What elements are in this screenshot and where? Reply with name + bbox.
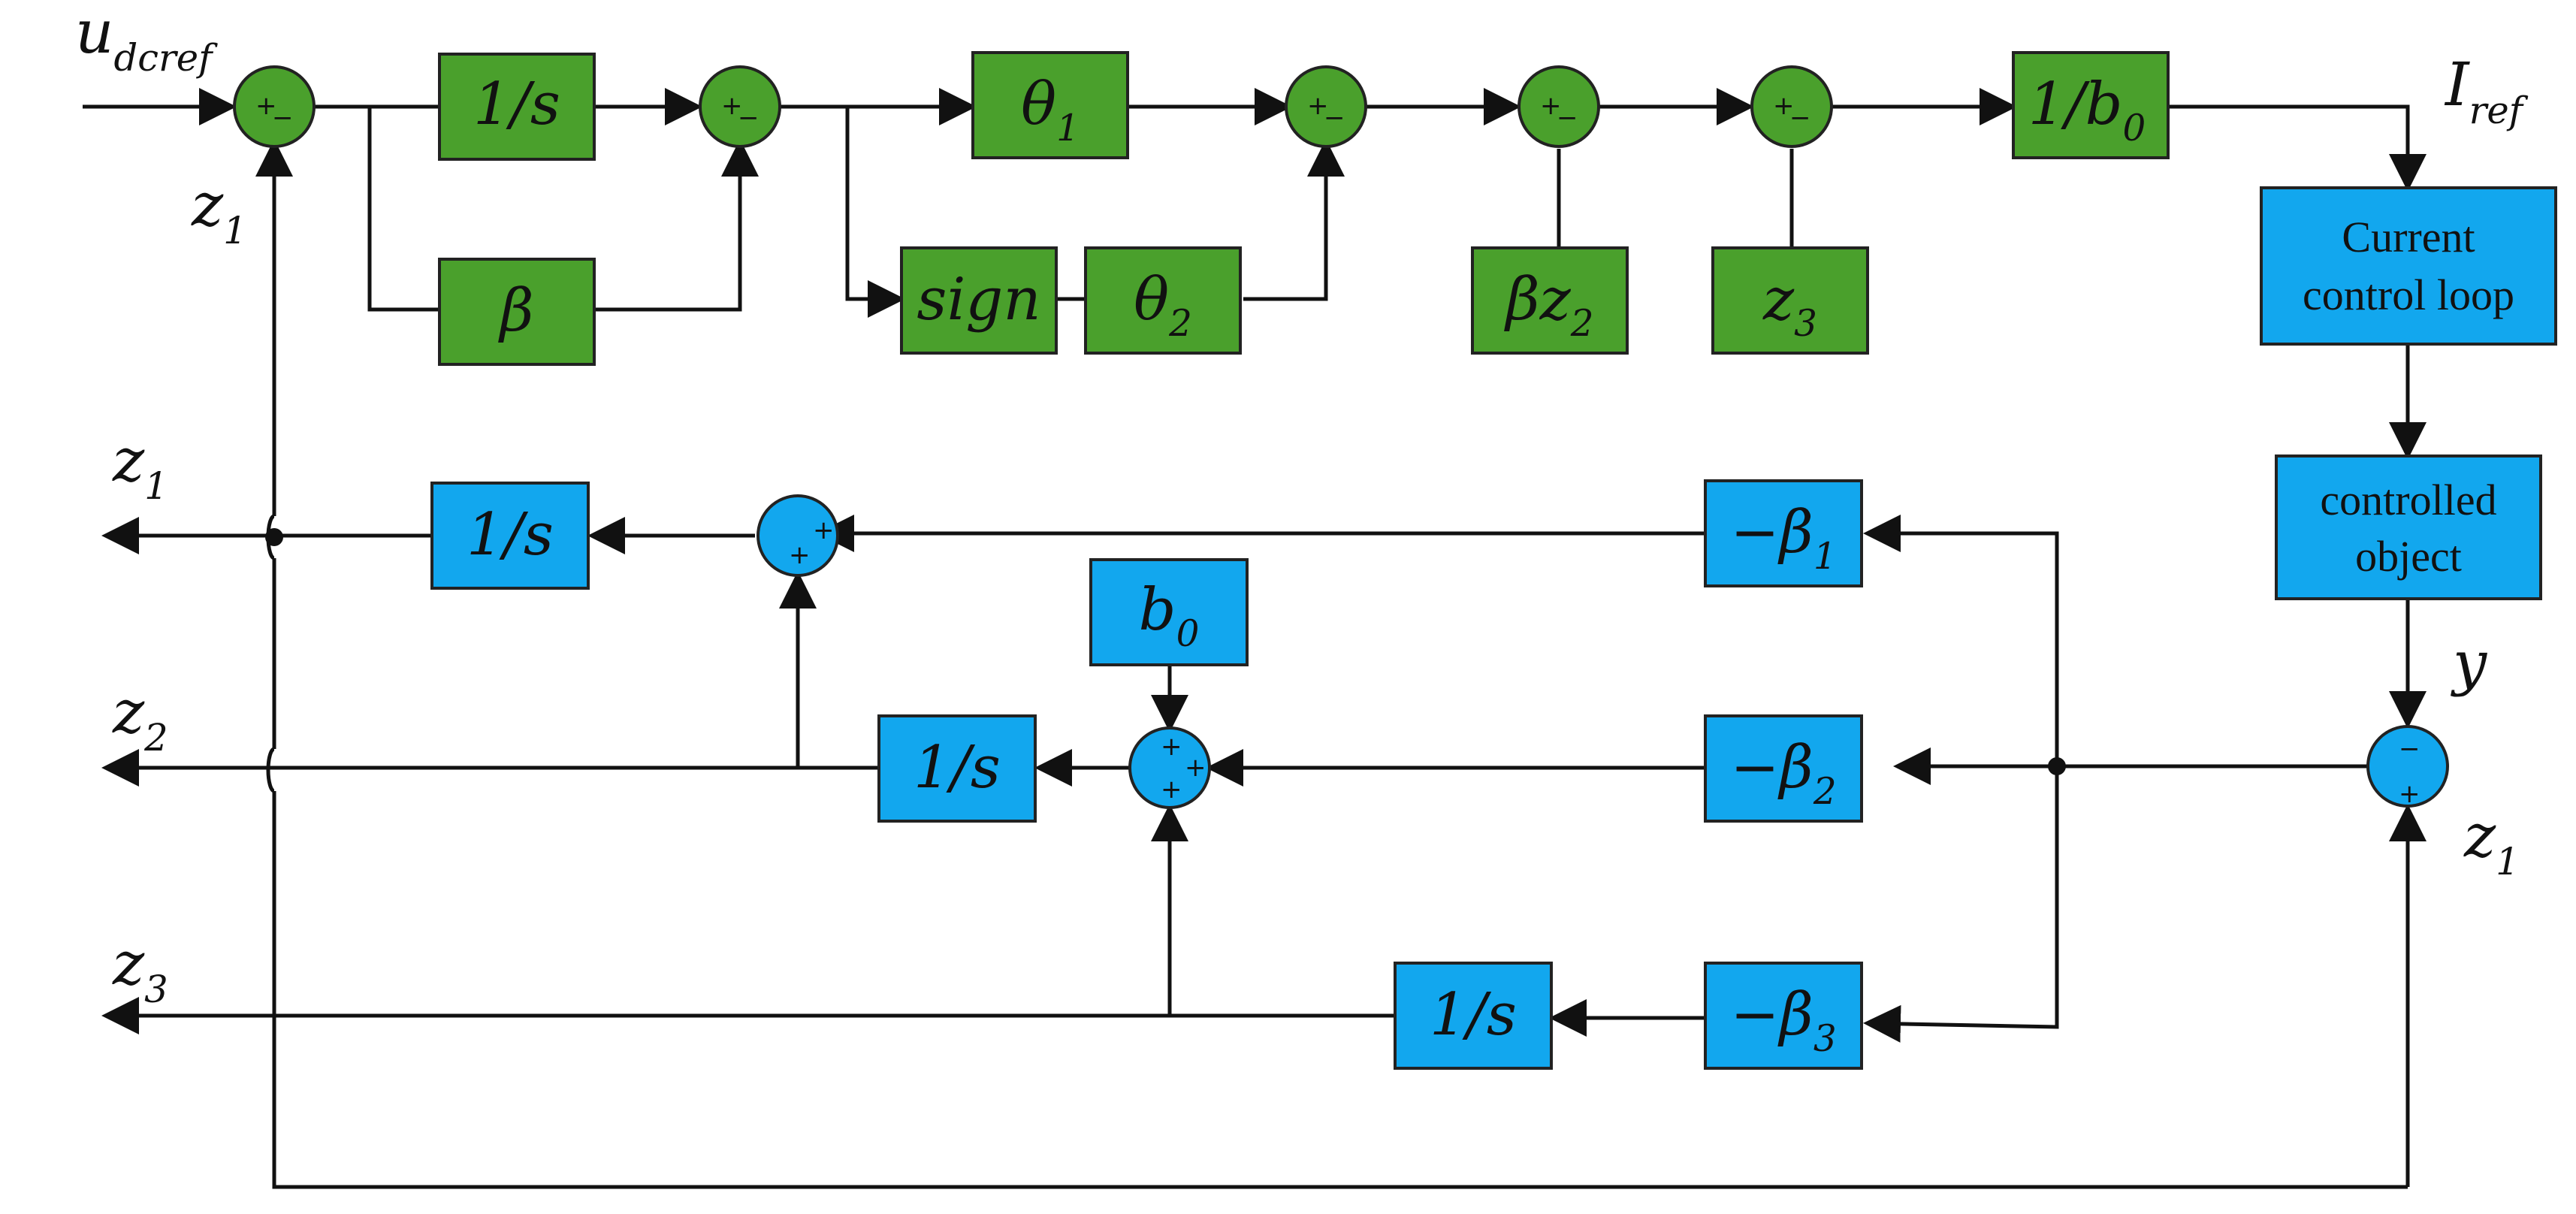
observer-section: 1/s 1/s 1/s b0 −β1 −β2 −β3 + + + + + [430,479,1863,1070]
sign-plus: + [2399,779,2420,809]
sum-junction-3 [1285,65,1367,148]
z1-out-label: z1 [112,425,168,508]
theta2-label: θ2 [1134,266,1192,345]
plant-section: Current control loop controlled object −… [2260,186,2557,809]
observer-sum-1 [756,494,839,577]
sum-junction-1 [233,65,316,148]
z3-out-label: z3 [112,929,168,1011]
z1-feedback-label: z1 [191,170,247,252]
sign-minus: − [1789,103,1811,133]
integ3-label: 1/s [1430,981,1517,1049]
sign-plus: + [255,91,277,121]
sign-plus: + [1161,732,1182,762]
integ1-label: 1/s [467,501,554,569]
sum-junction-4 [1518,65,1600,148]
sign-plus: + [1185,753,1206,783]
b0-label: b0 [1139,576,1200,655]
controlled-object-line2: object [2355,532,2462,581]
y-label: y [2451,628,2488,698]
controller-section: 1/s β θ1 sign θ2 βz2 z3 1/b0 + − + − + −… [233,51,2170,366]
sign-minus: − [2399,734,2420,764]
integrator-label: 1/s [473,71,560,138]
beta-z2-block [1471,246,1629,355]
z1-error-label: z1 [2463,801,2520,883]
sign-minus: − [738,103,760,133]
theta1-block [971,51,1129,159]
sign-block [900,246,1058,355]
integ2-label: 1/s [914,734,1001,802]
inv-b0-block [2012,51,2170,159]
b0-block [1089,558,1249,666]
beta-z2-label: βz2 [1504,266,1594,345]
current-loop-line1: Current [2342,213,2475,261]
z3-block [1711,246,1869,355]
signal-labels: udcref Iref y z1 z1 z1 z2 z3 [75,0,2529,1011]
neg-beta2-block [1704,714,1863,823]
theta1-label: θ1 [1021,71,1080,149]
neg-beta1-block [1704,479,1863,587]
neg-beta2-label: −β2 [1730,734,1836,813]
sign-minus: − [1557,103,1578,133]
sum-junction-2 [699,65,781,148]
neg-beta1-label: −β1 [1730,499,1836,578]
wires [83,88,2427,1189]
observer-sum-2 [1128,726,1211,809]
sign-label: sign [917,266,1040,334]
observer-integrator-1 [430,482,590,590]
controlled-object-block [2275,454,2542,600]
i-ref-label: Iref [2444,50,2529,132]
inv-b0-label: 1/b0 [2028,71,2146,149]
neg-beta3-label: −β3 [1730,981,1836,1060]
z2-out-label: z2 [112,677,168,760]
sign-plus: + [1773,91,1795,121]
sign-plus: + [789,540,811,570]
beta-block [438,258,596,366]
sign-minus: − [1324,103,1345,133]
sign-plus: + [1161,775,1182,805]
neg-beta3-block [1704,962,1863,1070]
integrator-block [438,53,596,161]
beta-label: β [497,277,533,345]
current-loop-line2: control loop [2303,270,2514,319]
sign-plus: + [1307,91,1329,121]
sign-plus: + [721,91,743,121]
theta2-block [1084,246,1242,355]
error-sum-junction [2366,725,2449,808]
controlled-object-line1: controlled [2320,476,2496,524]
z3-label: z3 [1762,266,1817,345]
observer-integrator-2 [877,714,1037,823]
sign-plus: + [1540,91,1562,121]
u-dcref-label: udcref [75,0,218,80]
current-control-loop-block [2260,186,2557,346]
sign-minus: − [272,103,294,133]
junction-dot [2048,757,2066,775]
junction-dot [265,528,283,546]
sign-plus: + [813,515,835,545]
sum-junction-5 [1750,65,1833,148]
observer-integrator-3 [1394,962,1553,1070]
